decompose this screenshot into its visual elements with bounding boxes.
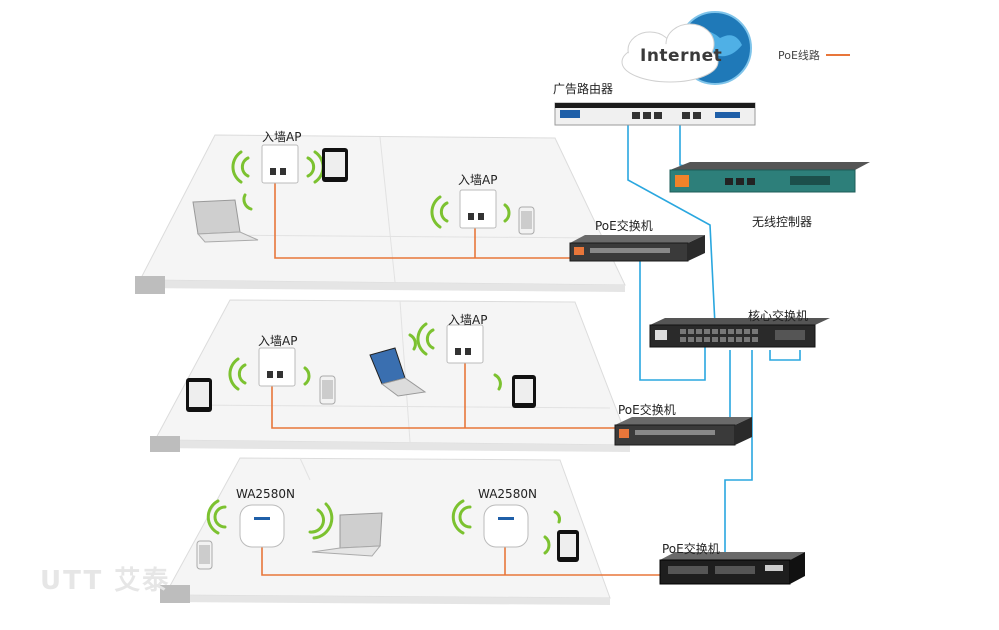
uplink-router-core (627, 125, 716, 326)
wifi-icon (308, 502, 334, 540)
uplink-poe3-core (724, 350, 753, 555)
tablet-icon (557, 530, 579, 562)
tablet-icon (512, 375, 536, 408)
poe-switch-1 (569, 235, 705, 262)
wifi-icon (451, 499, 472, 535)
laptop-icon (369, 347, 427, 397)
phone-icon (319, 375, 336, 405)
wifi-icon (503, 203, 511, 223)
tablet-icon (322, 148, 348, 182)
poe-lines (261, 180, 660, 576)
ad-router (554, 102, 756, 126)
uplink-poe2-core (690, 350, 731, 426)
wifi-icon (206, 499, 227, 535)
wifi-icon (242, 193, 253, 211)
floor-1 (135, 134, 626, 294)
internet-label: Internet (640, 46, 723, 66)
laptop-icon (311, 512, 383, 557)
laptop-icon (192, 199, 259, 243)
ap-label: 入墙AP (458, 173, 498, 187)
wifi-icon (228, 357, 247, 391)
ap-label: 入墙AP (448, 313, 488, 327)
legend-poe-swatch (825, 54, 850, 56)
wifi-icon (416, 322, 435, 356)
poe-switch-3 (659, 552, 805, 585)
wireless-controller (669, 162, 870, 193)
poe-floor3 (261, 545, 660, 576)
wifi-icon (493, 373, 502, 391)
floor-3 (160, 457, 611, 605)
core-switch (649, 318, 830, 348)
ap-label: WA2580N (236, 487, 295, 501)
wifi-icon (553, 510, 561, 524)
wall-ap-3 (258, 347, 296, 387)
poe-switch-2 (614, 417, 752, 446)
poe-floor2 (271, 370, 625, 429)
legend-poe-label: PoE线路 (778, 49, 820, 62)
poe-floor1 (274, 180, 610, 259)
wall-ap-2 (459, 189, 497, 229)
brand-watermark: UTT 艾泰 (40, 566, 171, 596)
ap-label: 入墙AP (262, 130, 302, 144)
wifi-icon (430, 195, 449, 229)
wifi-icon (231, 150, 250, 184)
wifi-icon (303, 366, 311, 386)
tablet-icon (186, 378, 212, 412)
ceiling-ap-1 (239, 504, 285, 548)
uplink-poe1-core (639, 250, 706, 381)
phone-icon (518, 206, 535, 235)
poe-switch-3-label: PoE交换机 (662, 542, 720, 556)
poe-switch-2-label: PoE交换机 (618, 403, 676, 417)
ceiling-ap-2 (483, 504, 529, 548)
ap-label: 入墙AP (258, 334, 298, 348)
phone-icon (196, 540, 213, 570)
wall-ap-4 (446, 324, 484, 364)
wall-ap-1 (261, 144, 299, 184)
poe-switch-1-label: PoE交换机 (595, 219, 653, 233)
legend: PoE线路 (778, 47, 850, 63)
ap-label: WA2580N (478, 487, 537, 501)
internet-cloud (621, 11, 752, 85)
wireless-controller-label: 无线控制器 (752, 215, 813, 229)
ad-router-label: 广告路由器 (553, 82, 614, 96)
core-switch-label: 核心交换机 (748, 309, 809, 323)
wifi-icon (408, 333, 417, 351)
uplink-core-right (769, 350, 801, 361)
wifi-icon (543, 535, 551, 555)
